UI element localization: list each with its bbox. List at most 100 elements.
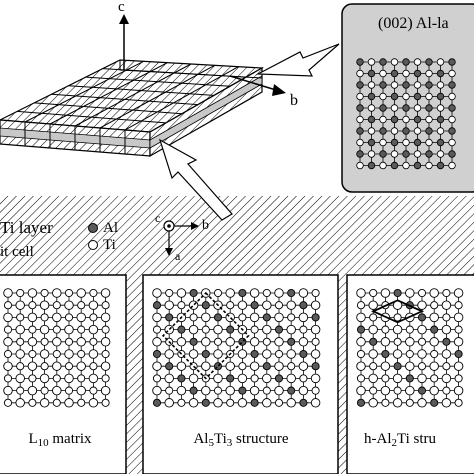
- ti-atom: [367, 104, 376, 112]
- ti-atom: [152, 385, 162, 396]
- ti-atom: [176, 361, 187, 371]
- ti-atom: [250, 374, 259, 383]
- al-atom: [402, 127, 410, 135]
- ti-atom: [213, 386, 223, 395]
- ti-atom: [356, 69, 364, 78]
- ti-atom: [356, 161, 364, 170]
- ti-atom: [430, 349, 439, 359]
- ti-atom: [393, 313, 402, 322]
- al-atom: [436, 69, 445, 78]
- ti-atom: [152, 337, 162, 347]
- ti-atom: [436, 104, 445, 112]
- al-atom: [448, 150, 456, 158]
- al-atom: [417, 386, 427, 395]
- ti-atom: [413, 81, 422, 89]
- ti-atom: [448, 115, 456, 124]
- ti-atom: [436, 81, 445, 89]
- al-atom: [152, 398, 162, 407]
- al-atom: [436, 92, 445, 101]
- ti-atom: [429, 361, 439, 371]
- ti-atom: [76, 312, 86, 323]
- ti-atom: [262, 288, 271, 298]
- al-atom: [436, 138, 445, 147]
- ti-atom: [40, 362, 49, 371]
- ti-atom: [390, 150, 399, 158]
- ti-atom: [101, 301, 110, 310]
- ti-atom: [369, 362, 378, 371]
- ti-atom: [367, 81, 376, 89]
- ti-atom: [89, 337, 98, 346]
- al-atom: [430, 325, 439, 334]
- al-atom: [417, 313, 427, 322]
- ti-atom: [28, 374, 37, 383]
- ti-atom: [213, 324, 223, 335]
- al-legend-dot: [88, 223, 98, 233]
- ti-atom: [225, 337, 235, 347]
- ti-atom: [152, 288, 162, 298]
- al-atom: [356, 325, 366, 334]
- ti-atom: [379, 161, 387, 170]
- ti-atom: [237, 300, 248, 310]
- ti-atom: [77, 349, 86, 359]
- ti-atom: [430, 374, 439, 383]
- ti-atom: [379, 138, 387, 147]
- al-atom: [390, 69, 399, 78]
- slab-back-edge: [119, 60, 263, 79]
- ti-atom: [392, 324, 403, 335]
- small-axis-a-label: a: [175, 249, 181, 263]
- ti-atom: [287, 362, 296, 371]
- ti-atom: [27, 385, 38, 396]
- ti-atom: [311, 288, 320, 298]
- ti-atom: [367, 127, 376, 135]
- ti-atom: [380, 288, 391, 298]
- ti-atom: [287, 313, 296, 322]
- inset-atom-grid: [356, 58, 456, 170]
- ti-atom: [417, 288, 427, 298]
- al-atom: [402, 150, 410, 158]
- ti-atom: [77, 325, 86, 334]
- ti-atom: [286, 324, 296, 335]
- ti-atom: [442, 386, 451, 395]
- al-atom: [425, 150, 433, 158]
- ti-atom: [369, 386, 378, 395]
- ti-atom: [356, 138, 364, 147]
- ti-atom: [249, 312, 260, 323]
- ti-atom: [64, 386, 74, 395]
- al-atom: [402, 81, 410, 89]
- al-atom: [226, 325, 235, 334]
- ti-atom: [213, 337, 223, 346]
- panel-1-mid: 0: [43, 437, 49, 449]
- ti-atom: [226, 398, 235, 407]
- ti-atom: [448, 69, 456, 78]
- al-atom: [311, 313, 320, 322]
- inset-title: (002) Al-la: [378, 15, 449, 32]
- panel-caption-al5ti3: Al5Ti3 structure: [146, 432, 336, 449]
- ti-atom: [402, 161, 410, 170]
- ti-atom: [188, 373, 199, 384]
- al-atom: [356, 104, 364, 112]
- ti-atom: [453, 385, 464, 396]
- ti-atom: [100, 385, 111, 396]
- ti-atom: [15, 373, 25, 384]
- legend-layer-label: Ti layer: [0, 218, 53, 237]
- ti-atom: [417, 324, 427, 335]
- al-atom: [152, 301, 162, 310]
- al-atom: [413, 115, 422, 124]
- al-atom: [390, 115, 399, 124]
- small-axis-c-label: c: [155, 211, 161, 225]
- ti-atom: [311, 386, 320, 395]
- al5ti3-unit-cell: [161, 291, 250, 380]
- ti-atom: [393, 337, 402, 346]
- al-atom: [274, 374, 284, 383]
- ti-atom: [453, 288, 464, 298]
- al-atom: [213, 313, 223, 322]
- ti-atom: [88, 349, 99, 359]
- ti-atom: [27, 361, 38, 371]
- ti-atom: [201, 361, 211, 371]
- ti-atom: [441, 324, 452, 335]
- ti-atom: [441, 349, 452, 359]
- ti-atom: [402, 69, 410, 78]
- panel-atom-grid: [3, 288, 111, 408]
- ti-atom: [392, 398, 403, 408]
